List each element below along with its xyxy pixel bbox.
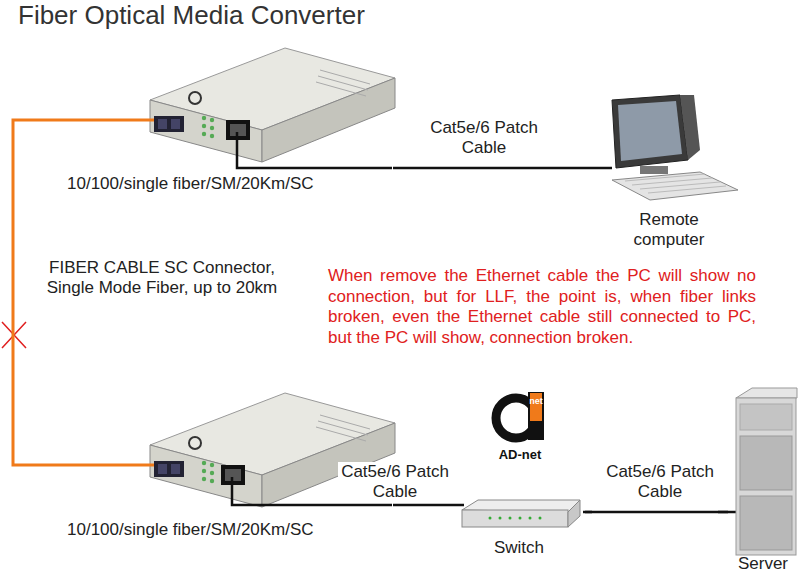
switch-icon [462, 500, 580, 527]
server-node: Server [728, 384, 798, 578]
logo-text: net [529, 396, 543, 406]
node-label: Remote computer [614, 210, 724, 250]
logo-name: AD-net [490, 447, 550, 462]
edge-label: Cat5e/6 Patch Cable [603, 462, 717, 502]
patch-cable [585, 511, 728, 514]
switch-node: Switch [453, 494, 585, 562]
computer-icon [612, 95, 738, 200]
edge-label: Cat5e/6 Patch Cable [427, 118, 541, 158]
patch-cable [393, 504, 453, 507]
node-label: Server [738, 554, 788, 574]
computer-node: Remote computer [598, 90, 740, 254]
server-icon [736, 388, 797, 555]
converter-node: 10/100/single fiber/SM/20Km/SC [63, 44, 393, 198]
patch-cable [237, 132, 392, 168]
patch-cable [393, 167, 598, 170]
media-converter [150, 48, 395, 162]
node-label: 10/100/single fiber/SM/20Km/SC [67, 174, 314, 194]
logo [496, 392, 544, 440]
node-label: Switch [494, 538, 544, 558]
patch-cable [598, 167, 612, 170]
edge-label: Cat5e/6 Patch Cable [338, 462, 452, 502]
note-text: When remove the Ethernet cable the PC wi… [328, 266, 756, 348]
edge-label: FIBER CABLE SC Connector, Single Mode Fi… [35, 258, 289, 298]
node-label: 10/100/single fiber/SM/20Km/SC [67, 520, 314, 540]
diagram-title: Fiber Optical Media Converter [18, 0, 365, 30]
